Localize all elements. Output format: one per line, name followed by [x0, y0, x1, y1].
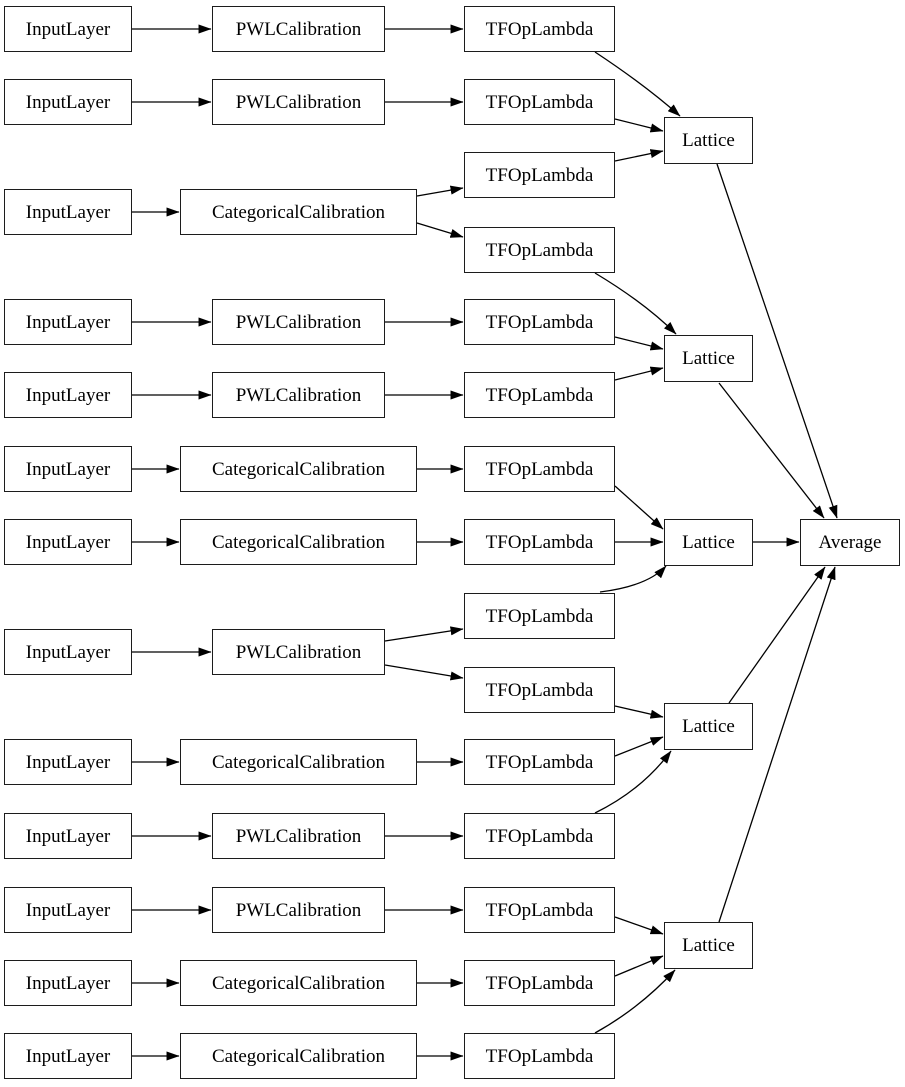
edge-tfol12-to-lat4 [594, 750, 672, 814]
node-tfol6: TFOpLambda [464, 372, 615, 418]
edge-tfol1-to-lat1 [594, 51, 681, 117]
edge-cat3-to-tfol4 [416, 222, 464, 238]
node-tfol2: TFOpLambda [464, 79, 615, 125]
node-il2: InputLayer [4, 79, 132, 125]
node-lat3: Lattice [664, 519, 753, 566]
edge-lat1-to-avg [716, 163, 838, 519]
edge-tfol15-to-lat5 [594, 969, 676, 1034]
node-il10: InputLayer [4, 813, 132, 859]
node-tfol7: TFOpLambda [464, 446, 615, 492]
edge-lat5-to-avg [718, 566, 836, 923]
node-tfol5: TFOpLambda [464, 299, 615, 345]
node-tfol11: TFOpLambda [464, 739, 615, 785]
node-pwl4: PWLCalibration [212, 299, 385, 345]
edge-pwl8-to-tfol9 [384, 626, 464, 642]
edge-tfol2-to-lat1 [614, 118, 664, 133]
node-pwl5: PWLCalibration [212, 372, 385, 418]
node-cat9: CategoricalCalibration [180, 739, 417, 785]
edge-tfol9-to-lat3 [599, 565, 667, 593]
node-il8: InputLayer [4, 629, 132, 675]
node-pwl1: PWLCalibration [212, 6, 385, 52]
node-il6: InputLayer [4, 446, 132, 492]
node-cat3: CategoricalCalibration [180, 189, 417, 235]
node-tfol14: TFOpLambda [464, 960, 615, 1006]
node-il12: InputLayer [4, 960, 132, 1006]
edge-tfol14-to-lat5 [614, 955, 664, 977]
node-cat6: CategoricalCalibration [180, 446, 417, 492]
node-cat13: CategoricalCalibration [180, 1033, 417, 1079]
edge-pwl8-to-tfol10 [384, 664, 464, 681]
edge-lat4-to-avg [728, 566, 826, 704]
edge-cat3-to-tfol3 [416, 185, 464, 197]
node-tfol15: TFOpLambda [464, 1033, 615, 1079]
node-tfol4: TFOpLambda [464, 227, 615, 273]
node-tfol12: TFOpLambda [464, 813, 615, 859]
node-il1: InputLayer [4, 6, 132, 52]
node-tfol1: TFOpLambda [464, 6, 615, 52]
edge-tfol3-to-lat1 [614, 149, 664, 162]
edge-tfol13-to-lat5 [614, 916, 664, 935]
node-il13: InputLayer [4, 1033, 132, 1079]
node-lat1: Lattice [664, 117, 753, 164]
node-tfol13: TFOpLambda [464, 887, 615, 933]
node-tfol9: TFOpLambda [464, 593, 615, 639]
node-tfol10: TFOpLambda [464, 667, 615, 713]
node-il5: InputLayer [4, 372, 132, 418]
node-pwl11: PWLCalibration [212, 887, 385, 933]
node-tfol8: TFOpLambda [464, 519, 615, 565]
edge-tfol11-to-lat4 [614, 736, 664, 757]
node-avg: Average [800, 519, 900, 566]
node-il3: InputLayer [4, 189, 132, 235]
edge-tfol7-to-lat3 [614, 485, 664, 530]
node-cat12: CategoricalCalibration [180, 960, 417, 1006]
node-pwl10: PWLCalibration [212, 813, 385, 859]
node-tfol3: TFOpLambda [464, 152, 615, 198]
edge-tfol4-to-lat2 [594, 272, 677, 335]
node-il11: InputLayer [4, 887, 132, 933]
node-pwl8: PWLCalibration [212, 629, 385, 675]
edge-lat2-to-avg [718, 382, 825, 519]
node-lat2: Lattice [664, 335, 753, 382]
edge-tfol5-to-lat2 [614, 336, 664, 351]
node-il9: InputLayer [4, 739, 132, 785]
edge-tfol10-to-lat4 [614, 705, 664, 719]
node-lat4: Lattice [664, 703, 753, 750]
node-lat5: Lattice [664, 922, 753, 969]
node-il4: InputLayer [4, 299, 132, 345]
edge-tfol6-to-lat2 [614, 366, 664, 381]
node-cat7: CategoricalCalibration [180, 519, 417, 565]
node-pwl2: PWLCalibration [212, 79, 385, 125]
node-il7: InputLayer [4, 519, 132, 565]
